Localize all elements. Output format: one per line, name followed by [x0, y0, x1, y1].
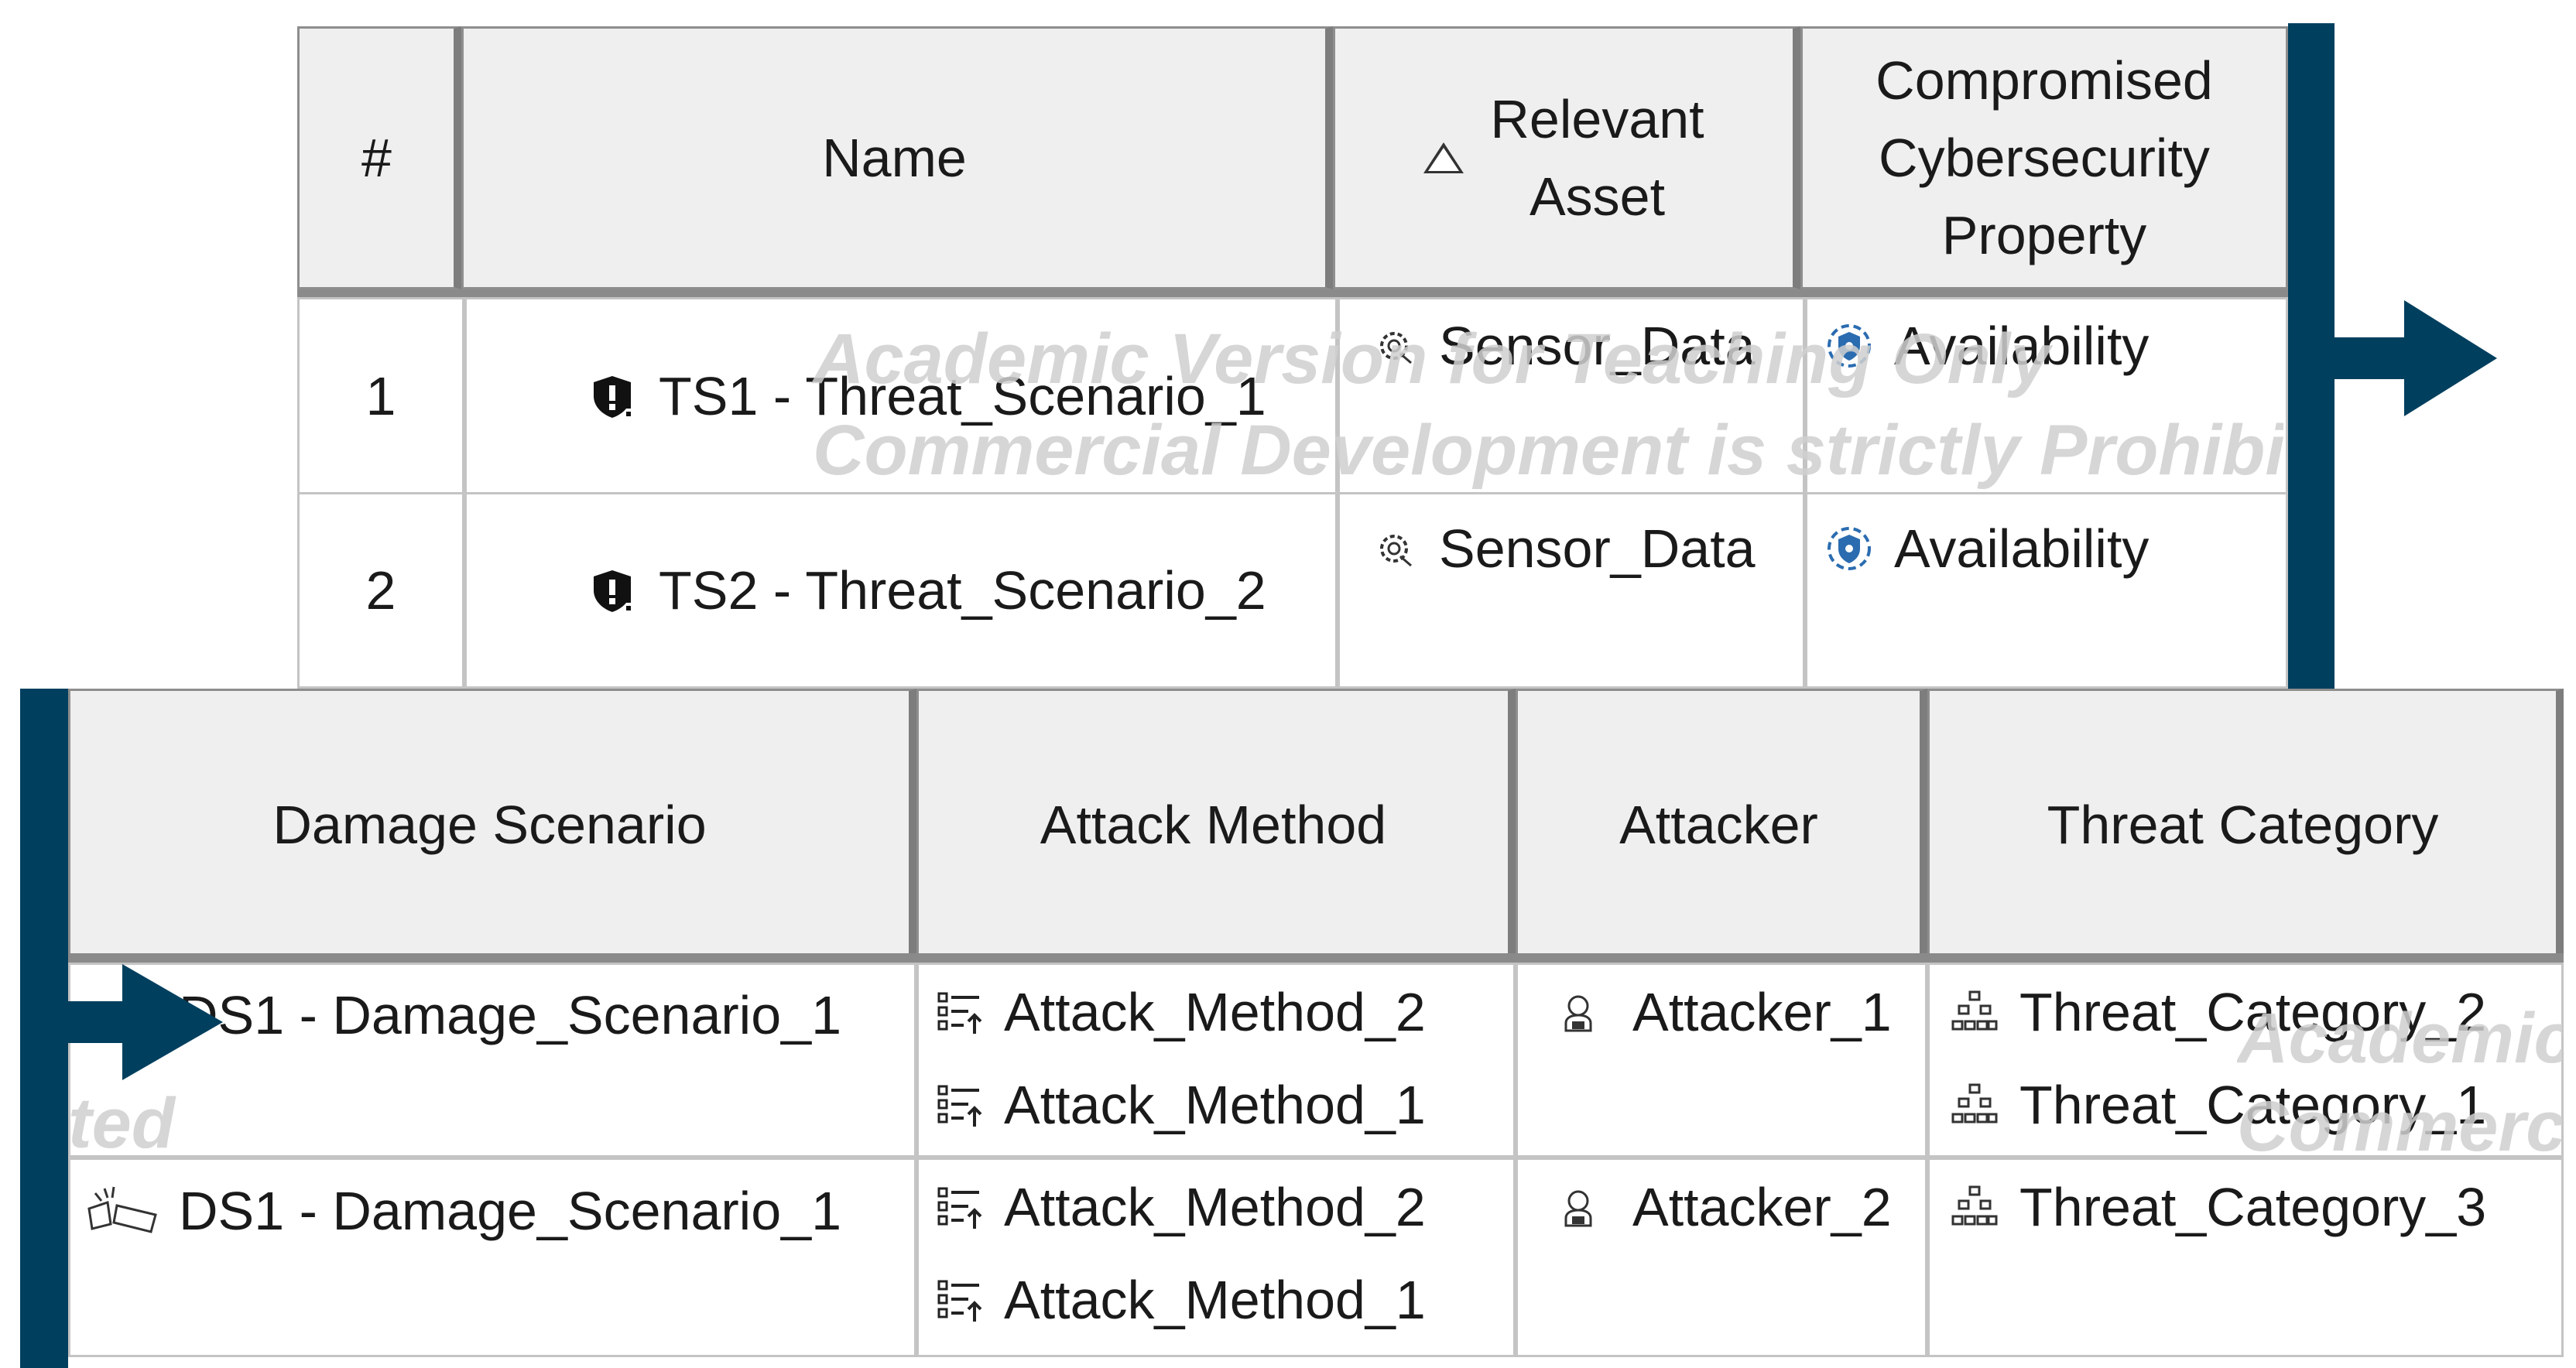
sort-triangle-icon[interactable] — [1423, 142, 1464, 173]
table-row-1-asset[interactable]: Sensor_Data — [1338, 297, 1805, 494]
asset-name: Sensor_Data — [1439, 316, 1756, 376]
threat-scenario-name: TS2 - Threat_Scenario_2 — [659, 560, 1266, 621]
hierarchy-icon — [1951, 1082, 1998, 1128]
bottom-row-2-attacker[interactable]: Attacker_2 — [1516, 1158, 1927, 1357]
column-header-attack-method[interactable]: Attack Method — [916, 689, 1516, 961]
column-header-category-label: Threat Category — [2047, 795, 2439, 855]
bottom-row-2-method[interactable]: Attack_Method_2 Attack_Method_1 — [916, 1158, 1516, 1357]
gear-data-icon — [1371, 323, 1417, 369]
threat-category-name: Threat_Category_2 — [2019, 982, 2487, 1042]
bottom-row-1-damage[interactable]: DS1 - Damage_Scenario_1 — [68, 963, 916, 1158]
bottom-row-1-method[interactable]: Attack_Method_2 Attack_Method_1 — [916, 963, 1516, 1158]
column-header-property-text: Compromised Cybersecurity Property — [1875, 42, 2213, 274]
bottom-row-1-attacker[interactable]: Attacker_1 — [1516, 963, 1927, 1158]
attack-method-name: Attack_Method_2 — [1004, 1177, 1426, 1237]
hierarchy-icon — [1951, 1184, 1998, 1230]
shield-availability-icon — [1826, 323, 1872, 369]
threat-scenario-name: TS1 - Threat_Scenario_1 — [659, 365, 1266, 426]
list-arrow-icon — [936, 1184, 982, 1230]
attack-method-name: Attack_Method_1 — [1004, 1270, 1426, 1330]
table-row-2-asset[interactable]: Sensor_Data — [1338, 492, 1805, 689]
column-header-attacker-label: Attacker — [1619, 795, 1818, 855]
column-header-attacker[interactable]: Attacker — [1516, 689, 1927, 961]
bottom-row-2-damage[interactable]: DS1 - Damage_Scenario_1 — [68, 1158, 916, 1357]
column-header-name-label: Name — [822, 128, 967, 188]
table-row-1-property[interactable]: Availability — [1805, 297, 2288, 494]
column-header-property-line3: Property — [1941, 205, 2147, 265]
broken-car-icon — [84, 1185, 162, 1236]
attacker-name: Attacker_1 — [1632, 982, 1892, 1042]
table-row-2-number[interactable]: 2 — [297, 492, 464, 689]
column-header-damage-scenario[interactable]: Damage Scenario — [68, 689, 916, 961]
bottom-row-2-category[interactable]: Threat_Category_3 — [1927, 1158, 2564, 1357]
gear-data-icon — [1371, 525, 1417, 572]
damage-scenario-name: DS1 - Damage_Scenario_1 — [179, 985, 842, 1045]
column-header-number[interactable]: # — [297, 26, 461, 289]
shield-alert-icon — [591, 373, 637, 419]
header-divider — [297, 289, 2288, 297]
property-name: Availability — [1894, 316, 2150, 376]
column-header-threat-category[interactable]: Threat Category — [1927, 689, 2564, 961]
threat-category-name: Threat_Category_3 — [2019, 1177, 2487, 1237]
row-number: 1 — [365, 365, 396, 426]
threat-category-name: Threat_Category_1 — [2019, 1075, 2487, 1135]
hacker-icon — [1555, 1184, 1601, 1230]
column-header-compromised-property[interactable]: Compromised Cybersecurity Property — [1800, 26, 2288, 289]
bottom-row-1-category[interactable]: Threat_Category_2 Threat_Category_1 — [1927, 963, 2564, 1158]
right-arrow-icon — [2330, 300, 2497, 416]
table-row-2-name[interactable]: TS2 - Threat_Scenario_2 — [464, 492, 1338, 689]
column-header-property-line1: Compromised — [1875, 50, 2213, 111]
table-row-1-name[interactable]: TS1 - Threat_Scenario_1 — [464, 297, 1338, 494]
column-header-asset-line1: Relevant — [1490, 89, 1704, 149]
column-header-relevant-asset[interactable]: Relevant Asset — [1333, 26, 1800, 289]
table-row-1-number[interactable]: 1 — [297, 297, 464, 494]
shield-alert-icon — [591, 567, 637, 614]
attacker-name: Attacker_2 — [1632, 1177, 1892, 1237]
column-header-asset-line2: Asset — [1529, 166, 1666, 227]
column-header-method-label: Attack Method — [1040, 795, 1387, 855]
hacker-icon — [1555, 989, 1601, 1035]
list-arrow-icon — [936, 1277, 982, 1323]
asset-name: Sensor_Data — [1439, 518, 1756, 579]
property-name: Availability — [1894, 518, 2150, 579]
table-row-2-property[interactable]: Availability — [1805, 492, 2288, 689]
attack-method-name: Attack_Method_2 — [1004, 982, 1426, 1042]
connector-bar-left — [20, 689, 68, 1368]
column-header-asset-text: Relevant Asset — [1490, 80, 1704, 235]
row-number: 2 — [365, 560, 396, 621]
list-arrow-icon — [936, 989, 982, 1035]
column-header-property-line2: Cybersecurity — [1879, 128, 2210, 188]
hierarchy-icon — [1951, 989, 1998, 1035]
column-header-name[interactable]: Name — [461, 26, 1333, 289]
attack-method-name: Attack_Method_1 — [1004, 1075, 1426, 1135]
connector-bar-right — [2288, 23, 2334, 689]
column-header-number-label: # — [361, 128, 392, 188]
damage-scenario-name: DS1 - Damage_Scenario_1 — [179, 1181, 842, 1241]
column-header-damage-label: Damage Scenario — [272, 795, 707, 855]
right-arrow-icon — [68, 964, 223, 1080]
header-divider-bottom — [68, 953, 2564, 963]
list-arrow-icon — [936, 1082, 982, 1128]
shield-availability-icon — [1826, 525, 1872, 572]
